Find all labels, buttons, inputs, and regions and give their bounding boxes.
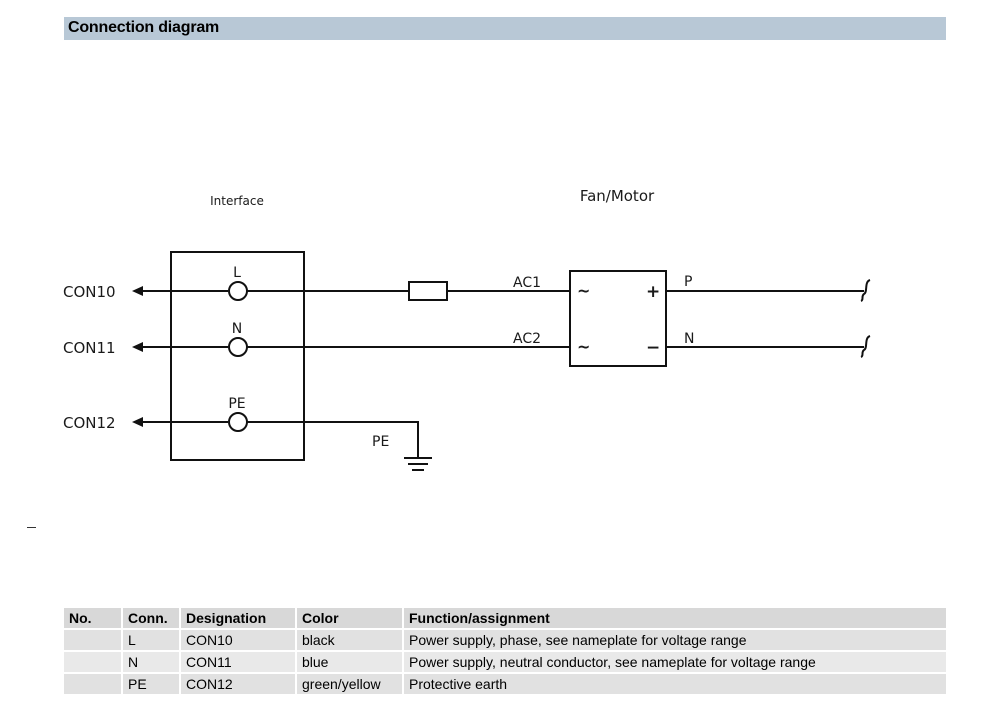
connection-table: No. Conn. Designation Color Function/ass…: [62, 606, 948, 696]
cell-function: Power supply, phase, see nameplate for v…: [404, 630, 946, 650]
connector-label-con11: CON11: [63, 339, 116, 357]
connector-label-con10: CON10: [63, 283, 116, 301]
section-header: Connection diagram: [64, 17, 946, 40]
cell-designation: CON10: [181, 630, 295, 650]
cell-designation: CON11: [181, 652, 295, 672]
cell-designation: CON12: [181, 674, 295, 694]
device-label: Fan/Motor: [580, 187, 655, 205]
table-row: N CON11 blue Power supply, neutral condu…: [64, 652, 946, 672]
interface-box: [170, 251, 305, 461]
table-row: PE CON12 green/yellow Protective earth: [64, 674, 946, 694]
table-row: L CON10 black Power supply, phase, see n…: [64, 630, 946, 650]
cell-color: blue: [297, 652, 402, 672]
terminal-n: [228, 337, 248, 357]
ground-icon: [404, 457, 432, 471]
arrow-left-icon: [132, 342, 143, 352]
cell-no: [64, 630, 121, 650]
device-terminal-ac-top: ~: [577, 281, 590, 300]
column-header-conn: Conn.: [123, 608, 179, 628]
cell-function: Power supply, neutral conductor, see nam…: [404, 652, 946, 672]
wire-label-pe: PE: [372, 434, 389, 450]
fuse: [408, 281, 448, 301]
margin-mark: [27, 527, 36, 528]
cable-break-icon: [860, 279, 871, 302]
column-header-function: Function/assignment: [404, 608, 946, 628]
wire-label-ac1: AC1: [513, 275, 541, 291]
column-header-designation: Designation: [181, 608, 295, 628]
connector-label-con12: CON12: [63, 414, 116, 432]
device-terminal-minus: −: [646, 338, 660, 358]
cable-break-icon: [860, 335, 871, 358]
cell-conn: N: [123, 652, 179, 672]
wire-label-ac2: AC2: [513, 331, 541, 347]
device-terminal-ac-bottom: ~: [577, 337, 590, 356]
arrow-left-icon: [132, 286, 143, 296]
terminal-l: [228, 281, 248, 301]
column-header-color: Color: [297, 608, 402, 628]
device-terminal-plus: +: [646, 282, 660, 302]
wire-label-n: N: [684, 331, 694, 347]
wire-pe-to-ground: [247, 421, 419, 458]
terminal-pe: [228, 412, 248, 432]
column-header-no: No.: [64, 608, 121, 628]
device-box: [569, 270, 667, 367]
interface-label: Interface: [210, 194, 264, 208]
table-header-row: No. Conn. Designation Color Function/ass…: [64, 608, 946, 628]
cell-no: [64, 652, 121, 672]
wire-label-p: P: [684, 274, 692, 290]
cell-no: [64, 674, 121, 694]
cell-function: Protective earth: [404, 674, 946, 694]
section-title: Connection diagram: [68, 19, 220, 36]
cell-color: black: [297, 630, 402, 650]
cell-conn: L: [123, 630, 179, 650]
cell-color: green/yellow: [297, 674, 402, 694]
terminal-label-n: N: [232, 321, 242, 337]
cell-conn: PE: [123, 674, 179, 694]
terminal-label-pe: PE: [228, 396, 245, 412]
terminal-label-l: L: [233, 265, 241, 281]
arrow-left-icon: [132, 417, 143, 427]
